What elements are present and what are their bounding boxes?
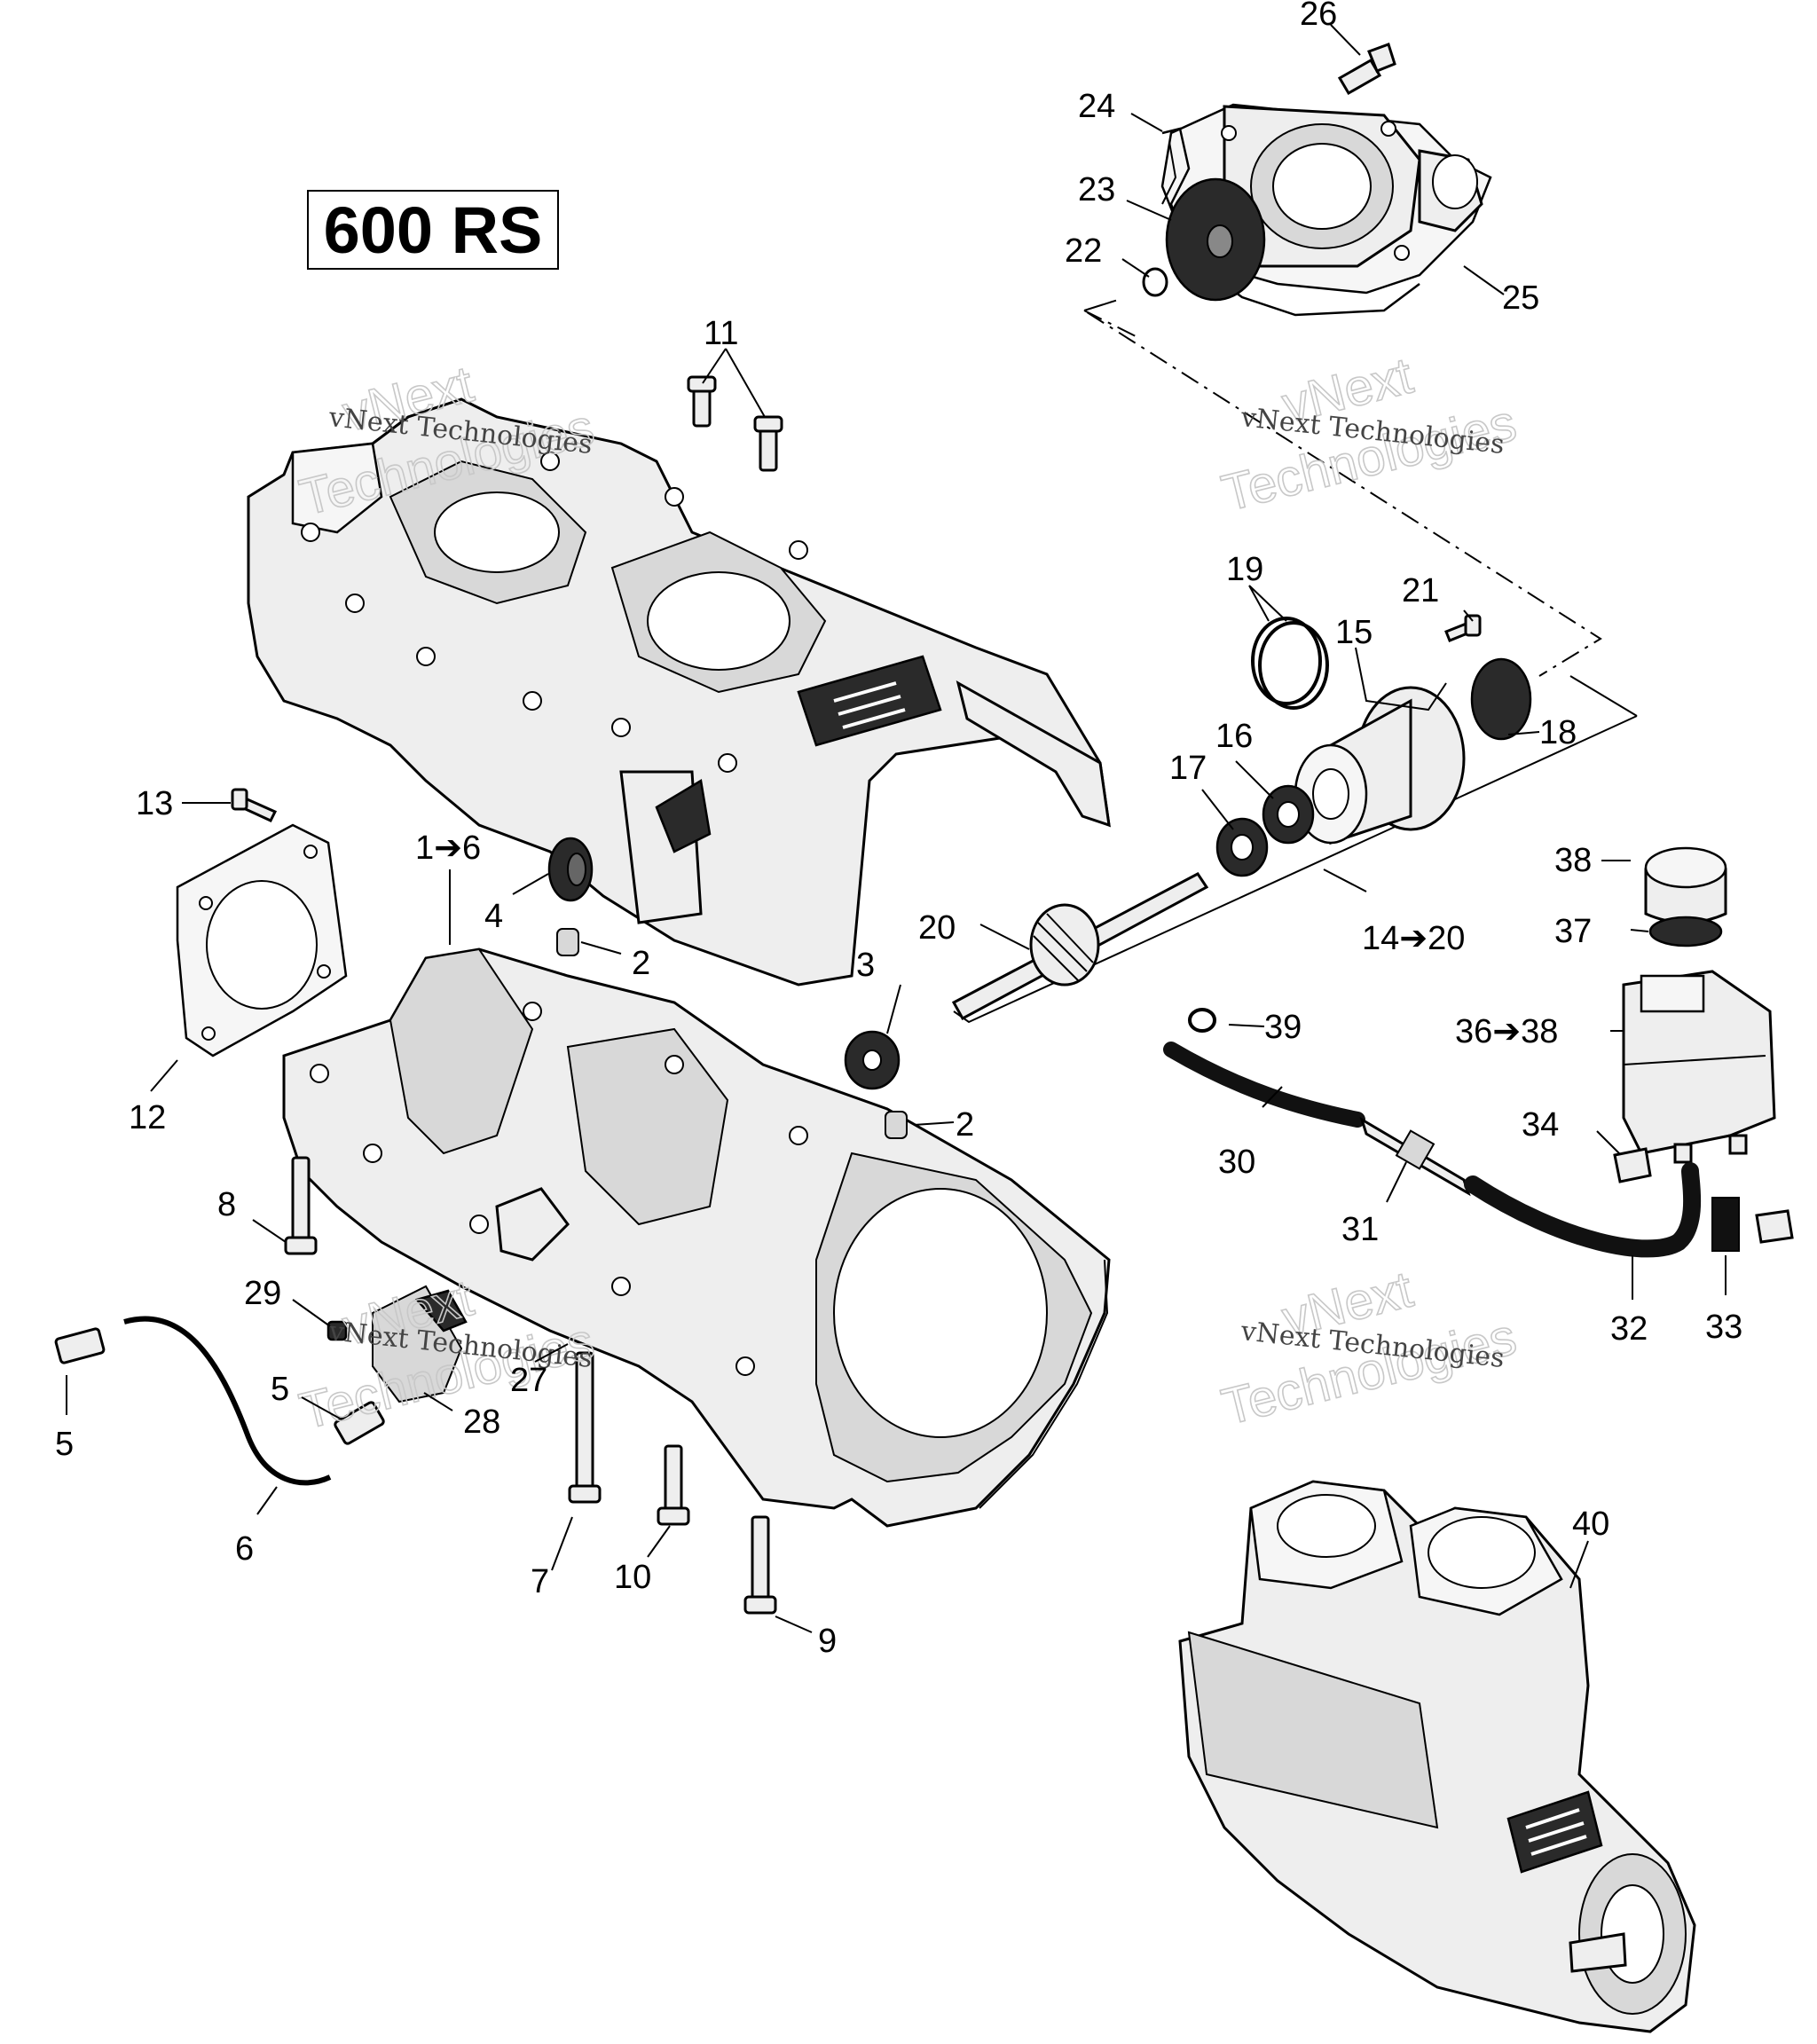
callout-37: 37 [1554, 913, 1592, 950]
callout-20: 20 [918, 909, 956, 947]
screw-29 [326, 1320, 348, 1341]
callout-27: 27 [510, 1362, 547, 1399]
callout-38: 38 [1554, 842, 1592, 879]
sensor-cable-6 [54, 1316, 385, 1486]
seal-18 [1470, 657, 1532, 741]
complete-engine-40 [1178, 1480, 1696, 2033]
callout-9: 9 [818, 1623, 837, 1660]
callout-30: 30 [1218, 1144, 1255, 1181]
callout-28: 28 [463, 1403, 500, 1441]
bolt-10 [657, 1444, 690, 1526]
screw-13 [231, 788, 278, 822]
water-pump-impeller [1165, 177, 1266, 302]
callout-2b: 2 [956, 1106, 974, 1144]
callout-32: 32 [1610, 1310, 1648, 1348]
callout-13: 13 [136, 785, 173, 822]
lower-crankcase [282, 947, 1111, 1528]
callout-21: 21 [1402, 572, 1439, 609]
model-title: 600 RS [324, 193, 543, 267]
callout-5b: 5 [271, 1371, 289, 1408]
callout-24: 24 [1078, 88, 1115, 125]
leader-lines [66, 24, 1727, 1633]
callout-3: 3 [856, 947, 875, 984]
hose-30 [1163, 1042, 1365, 1128]
housing-15 [1294, 686, 1466, 845]
callout-11: 11 [704, 315, 738, 352]
callout-36-38: 36➔38 [1455, 1013, 1558, 1050]
callout-23: 23 [1078, 171, 1115, 208]
hose-33 [1711, 1197, 1740, 1252]
callout-22: 22 [1065, 232, 1102, 270]
gasket-37 [1648, 916, 1723, 947]
callout-1-6: 1➔6 [415, 829, 481, 867]
gasket-plate-27-28 [372, 1285, 468, 1403]
callout-12: 12 [129, 1099, 166, 1136]
callout-16: 16 [1215, 718, 1253, 755]
callout-31: 31 [1341, 1211, 1379, 1248]
callout-39: 39 [1264, 1009, 1302, 1046]
dowel-2b [885, 1111, 908, 1139]
callout-34: 34 [1522, 1106, 1559, 1144]
callout-17: 17 [1169, 750, 1207, 787]
callout-26: 26 [1300, 0, 1337, 33]
clip-39 [1188, 1008, 1216, 1033]
callout-numbers: 26 24 23 22 25 11 19 21 15 18 16 17 13 1… [55, 0, 1742, 1660]
bolt-8 [284, 1156, 318, 1255]
callout-33: 33 [1705, 1309, 1742, 1346]
callout-4: 4 [484, 898, 503, 935]
callout-14-20: 14➔20 [1362, 920, 1465, 957]
screw-21 [1444, 614, 1482, 642]
bearing-3 [844, 1030, 901, 1090]
callout-10: 10 [614, 1559, 651, 1596]
oil-seal-4 [547, 837, 594, 902]
bolt-11b [753, 415, 783, 472]
callout-2a: 2 [632, 945, 650, 982]
cap-38 [1644, 846, 1727, 924]
bolt-7 [568, 1351, 602, 1504]
bearing-16 [1262, 784, 1315, 845]
hose-32 [1464, 1162, 1702, 1258]
callout-8: 8 [217, 1186, 236, 1223]
clamp-34 [1613, 1147, 1652, 1183]
dowel-2a [556, 928, 579, 956]
fitting-31 [1359, 1116, 1471, 1197]
callout-6: 6 [235, 1530, 254, 1568]
callout-29: 29 [244, 1275, 281, 1312]
model-title-box: 600 RS [307, 190, 559, 270]
bolt-11a [687, 375, 717, 428]
shaft-gear-20 [951, 872, 1209, 1021]
clamp-35 [1755, 1209, 1794, 1244]
upper-crankcase [247, 397, 1111, 987]
o-ring-22 [1142, 267, 1168, 297]
screw-26 [1337, 43, 1396, 96]
callout-40: 40 [1572, 1505, 1609, 1543]
callout-7: 7 [531, 1563, 549, 1600]
oil-tank-36 [1622, 970, 1776, 1164]
bearing-17 [1215, 817, 1269, 877]
bolt-9 [743, 1515, 777, 1615]
ring-19 [1251, 617, 1329, 710]
callout-5a: 5 [55, 1426, 74, 1463]
callout-18: 18 [1539, 714, 1577, 751]
callout-15: 15 [1335, 614, 1373, 651]
callout-19: 19 [1226, 551, 1263, 588]
cover-plate-12 [176, 823, 348, 1057]
callout-25: 25 [1502, 279, 1539, 317]
